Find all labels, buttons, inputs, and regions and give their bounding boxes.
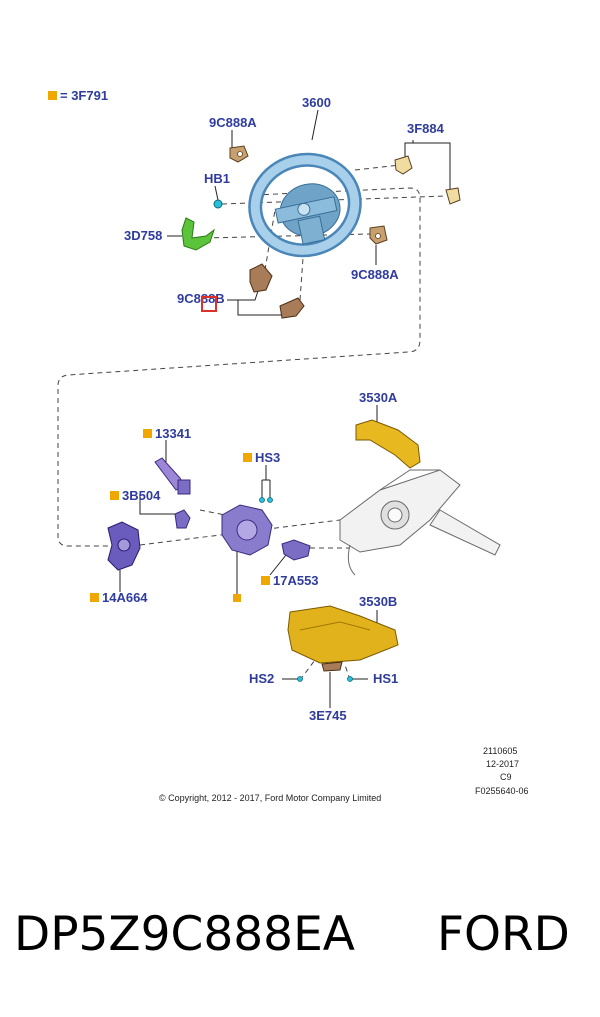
paddle-9c888a-lower-part [369, 225, 388, 245]
label-9c888a-lower: 9C888A [351, 267, 399, 282]
variant-code: C9 [500, 772, 512, 782]
sensor-17a553-part [281, 539, 311, 561]
marker-square-icon [261, 576, 270, 585]
bracket-3e745-part [321, 661, 343, 672]
steering-column-part [339, 469, 501, 576]
label-9c888b: 9C888B [177, 291, 225, 306]
label-14a664: 14A664 [90, 591, 148, 605]
selected-part-highlight[interactable] [201, 296, 217, 312]
lever-13341-part [154, 457, 191, 495]
date-code: 12-2017 [486, 759, 520, 769]
figure-id: F0255640-06 [475, 786, 529, 796]
paddle-3f884-part [394, 155, 461, 205]
label-3530b: 3530B [359, 594, 398, 609]
label-hs1: HS1 [373, 671, 399, 686]
marker-square-icon [48, 91, 57, 100]
label-hb1: HB1 [204, 171, 231, 186]
marker-square-icon [90, 593, 99, 602]
label-13341: 13341 [143, 427, 191, 441]
marker-square-icon [143, 429, 152, 438]
hs3-fasteners [259, 497, 273, 503]
exploded-diagram [57, 109, 501, 708]
hs2-fastener [297, 676, 303, 682]
label-3b504: 3B504 [110, 489, 160, 503]
label-hs2: HS2 [249, 671, 275, 686]
hs1-fastener [347, 676, 353, 682]
shroud-3530b-part [287, 605, 399, 664]
legend-label: = 3F791 [48, 89, 108, 103]
hb1-fastener [213, 199, 223, 209]
brand-name: FORD [437, 907, 570, 962]
marker-square [233, 594, 241, 602]
ref-id: 2110605 [483, 746, 518, 756]
steering-wheel-part [248, 152, 362, 258]
cover-3d758-part [181, 217, 215, 251]
label-hs3: HS3 [243, 451, 280, 465]
label-3d758: 3D758 [124, 228, 163, 243]
marker-square-icon [243, 453, 252, 462]
label-3f884: 3F884 [407, 121, 444, 136]
paddle-9c888a-upper-part [229, 145, 249, 163]
label-3e745: 3E745 [309, 708, 347, 723]
label-17a553: 17A553 [261, 574, 319, 588]
switch-assembly-part [221, 504, 273, 556]
label-3600: 3600 [302, 95, 331, 110]
part-number: DP5Z9C888EA [14, 907, 355, 962]
paddle-9c888b-part [249, 263, 305, 319]
copyright-text: © Copyright, 2012 - 2017, Ford Motor Com… [159, 793, 382, 803]
leader-lines [119, 109, 451, 708]
marker-square-icon [110, 491, 119, 500]
label-9c888a-upper: 9C888A [209, 115, 257, 130]
shroud-3530a-part [355, 419, 421, 469]
dashed-routing-path [57, 187, 421, 547]
switch-3b504-part [174, 509, 191, 529]
label-3530a: 3530A [359, 390, 398, 405]
clockspring-14a664-part [107, 521, 141, 571]
